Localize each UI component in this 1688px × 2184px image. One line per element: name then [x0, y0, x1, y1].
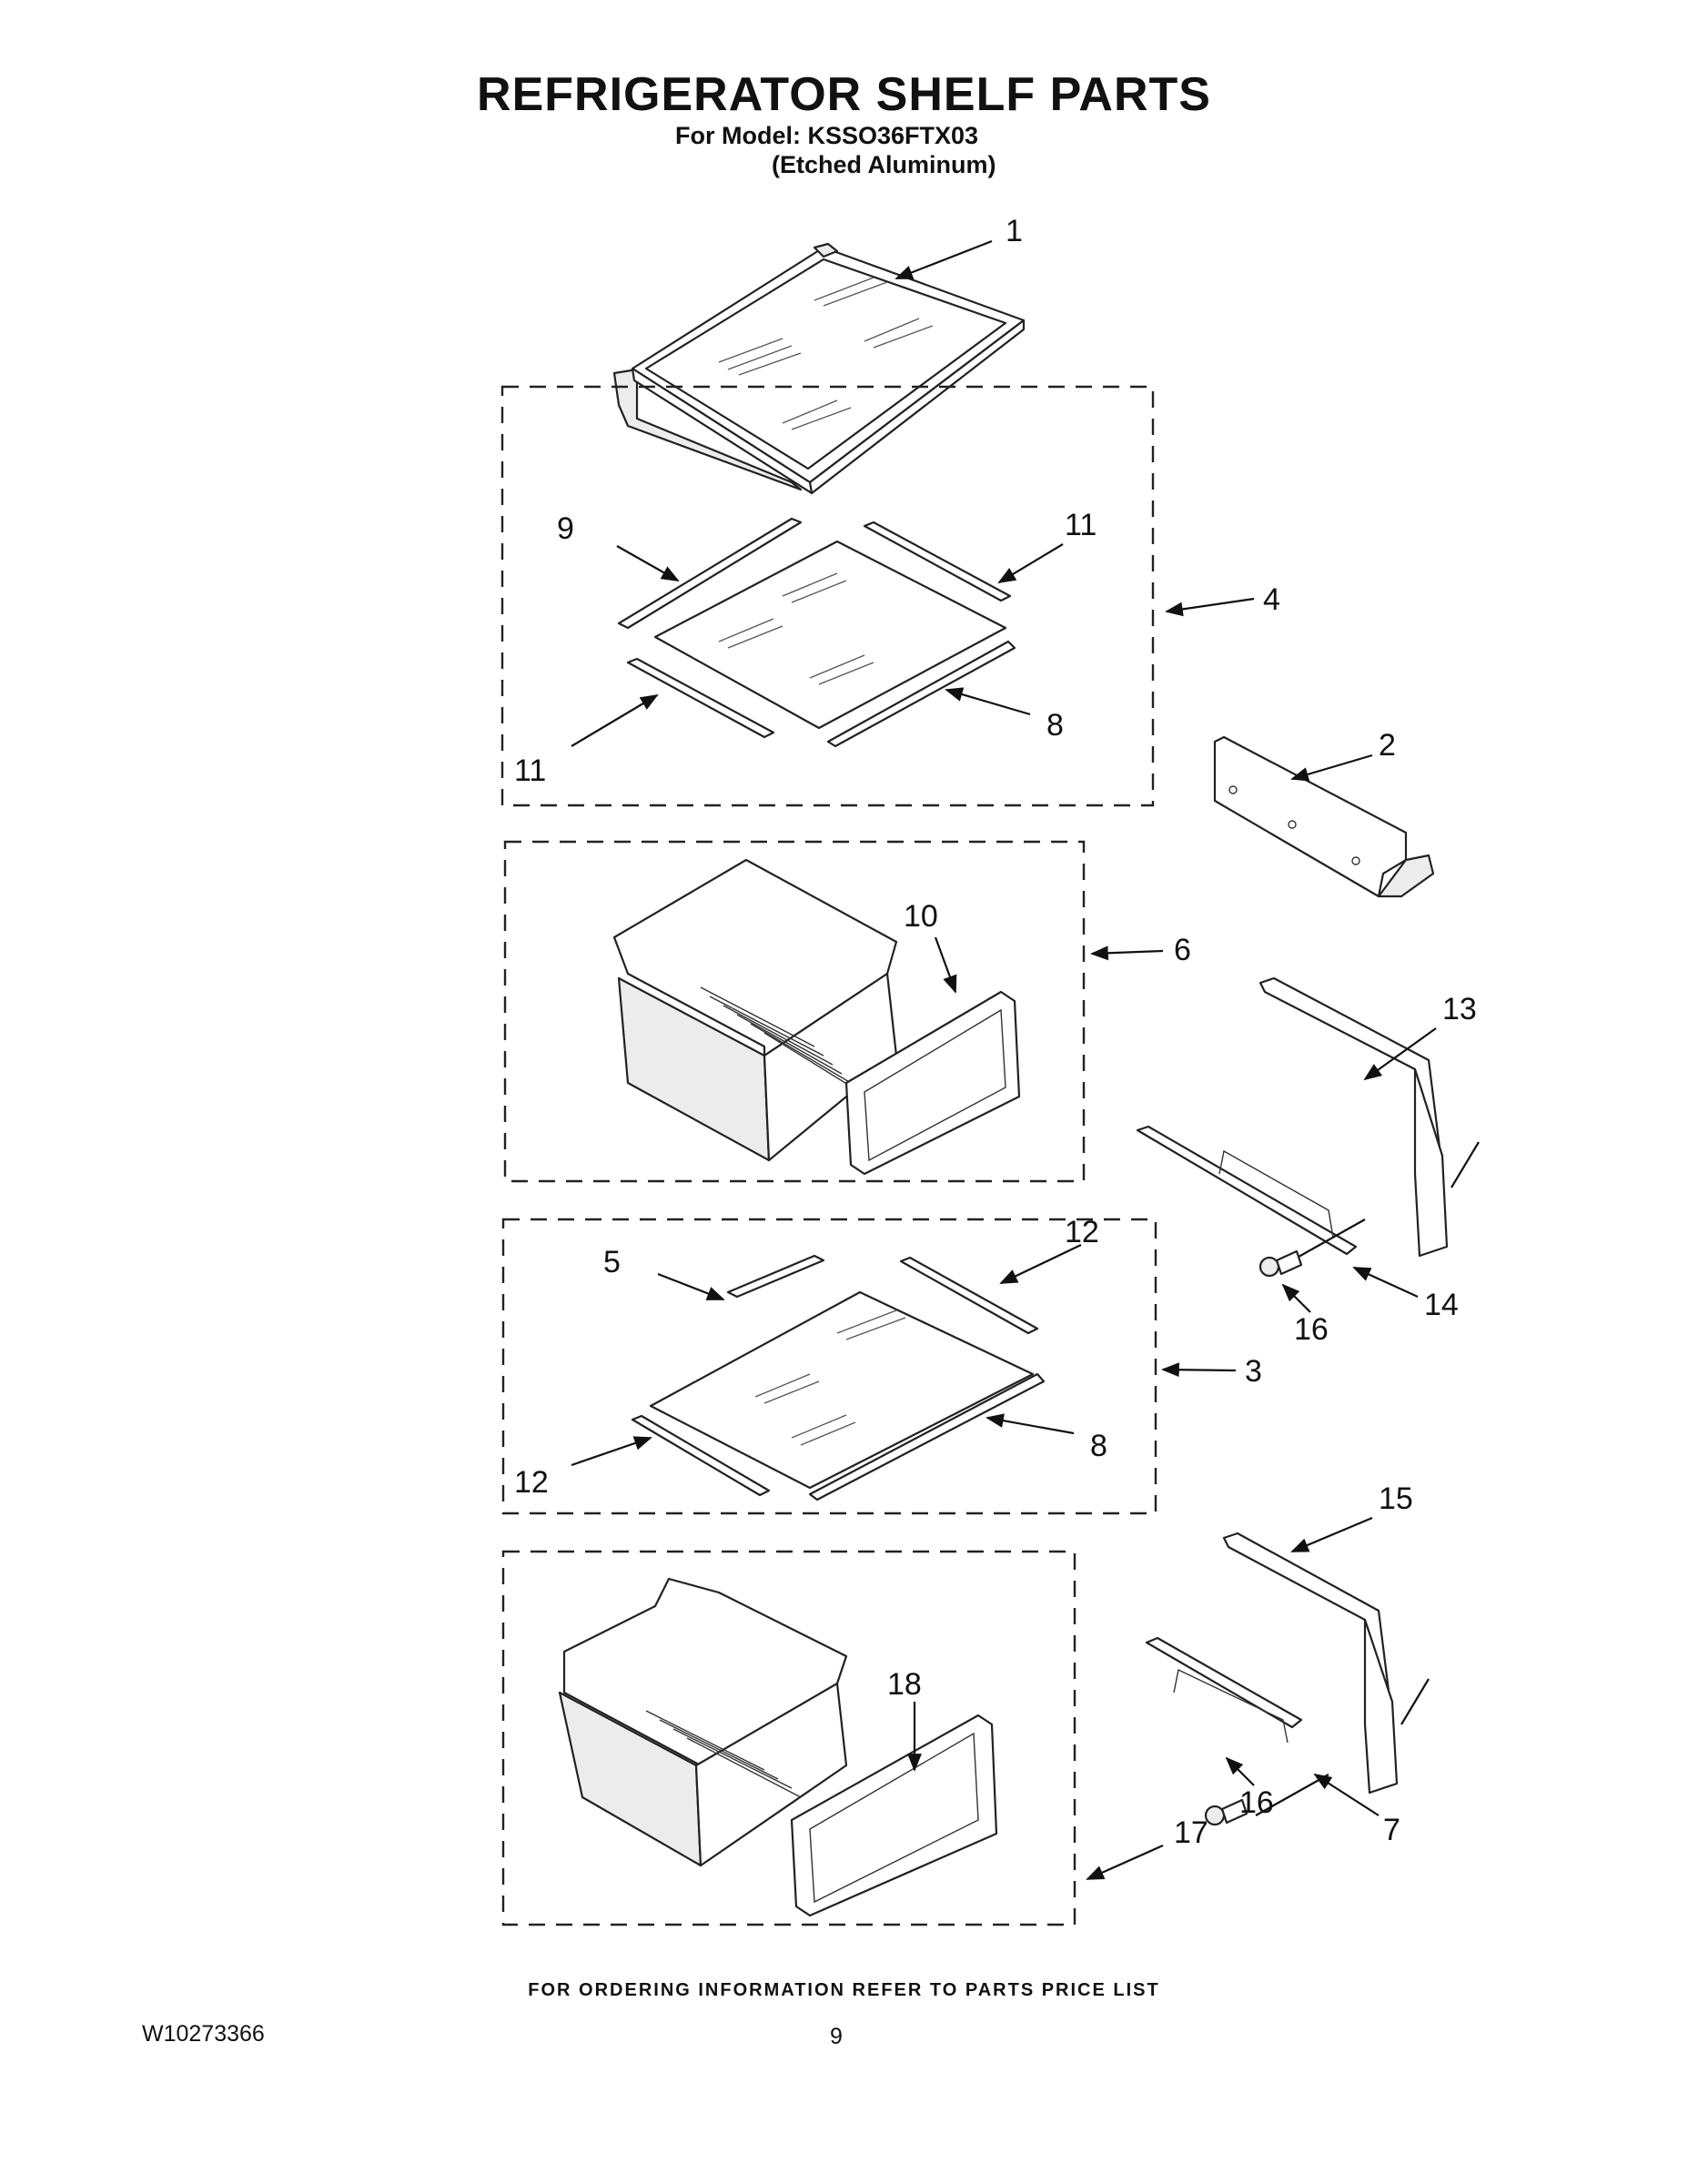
callout-11-left: 11	[514, 753, 546, 788]
part-10-crisper-cover	[844, 990, 1021, 1176]
part-12-trim-left	[631, 1414, 771, 1497]
callout-1: 1	[1006, 214, 1023, 248]
callout-17: 17	[1174, 1815, 1208, 1850]
callout-6: 6	[1174, 933, 1191, 967]
part-group-3-shelf-kit	[631, 1254, 1046, 1502]
callout-2: 2	[1379, 728, 1396, 763]
part-13-14-slide-assembly	[1136, 976, 1480, 1278]
part-1-shelf-assembly	[612, 242, 1026, 495]
callout-7: 7	[1383, 1813, 1400, 1847]
callout-12-left: 12	[514, 1465, 549, 1500]
callout-15: 15	[1379, 1481, 1413, 1516]
part-15-7-slide-assembly	[1145, 1532, 1430, 1826]
part-group-4-shelf-kit	[617, 517, 1016, 748]
callout-4: 4	[1263, 582, 1280, 617]
group-17-boundary	[501, 1550, 1076, 1926]
part-group-6-crisper	[612, 858, 1021, 1176]
callout-18: 18	[887, 1667, 922, 1702]
part-group-17-meat-pan	[558, 1577, 998, 1917]
group-4-boundary	[500, 385, 1155, 807]
leader-lines	[571, 239, 1437, 1881]
shelf-3-glass	[649, 1290, 1035, 1490]
part-9-trim	[617, 517, 803, 630]
callout-labels: 1 2 3 4 5 6 7 8 8 9 10 11 11 12 12 13 14…	[514, 214, 1477, 1850]
part-16-screw-lower	[1204, 1798, 1248, 1826]
document-number: W10273366	[142, 2021, 265, 2047]
callout-3: 3	[1245, 1354, 1262, 1389]
callout-8-lower: 8	[1090, 1429, 1107, 1463]
page-title: REFRIGERATOR SHELF PARTS	[477, 68, 1211, 121]
callout-16-upper: 16	[1294, 1312, 1329, 1347]
part-5-trim	[726, 1254, 825, 1299]
callout-14: 14	[1424, 1288, 1459, 1322]
callout-5: 5	[603, 1245, 621, 1279]
ordering-info: FOR ORDERING INFORMATION REFER TO PARTS …	[528, 1980, 1160, 2000]
part-12-trim-right	[899, 1256, 1039, 1335]
group-3-boundary	[501, 1218, 1157, 1515]
part-7-slide-rail	[1145, 1636, 1303, 1729]
part-14-slide-rail	[1136, 1125, 1358, 1256]
part-8-trim	[826, 640, 1016, 748]
model-line: For Model: KSSO36FTX03	[675, 122, 979, 149]
finish-line: (Etched Aluminum)	[772, 151, 996, 178]
callout-10: 10	[904, 899, 938, 934]
part-16-screw-upper	[1258, 1249, 1303, 1278]
part-2-support-rail	[1213, 735, 1435, 898]
shelf-4-glass	[653, 540, 1007, 730]
callout-8-upper: 8	[1046, 708, 1064, 743]
group-6-boundary	[503, 840, 1086, 1183]
part-18-meat-pan-cover	[790, 1714, 998, 1917]
callout-16-lower: 16	[1239, 1785, 1274, 1820]
part-11-trim-right	[863, 521, 1012, 602]
callout-13: 13	[1442, 992, 1477, 1026]
part-8-trim-lower	[808, 1372, 1046, 1502]
callout-12-right: 12	[1065, 1215, 1099, 1249]
page-number: 9	[830, 2024, 843, 2049]
part-11-trim-left	[626, 657, 775, 739]
callout-9: 9	[557, 511, 574, 546]
callout-11-right: 11	[1065, 508, 1097, 542]
